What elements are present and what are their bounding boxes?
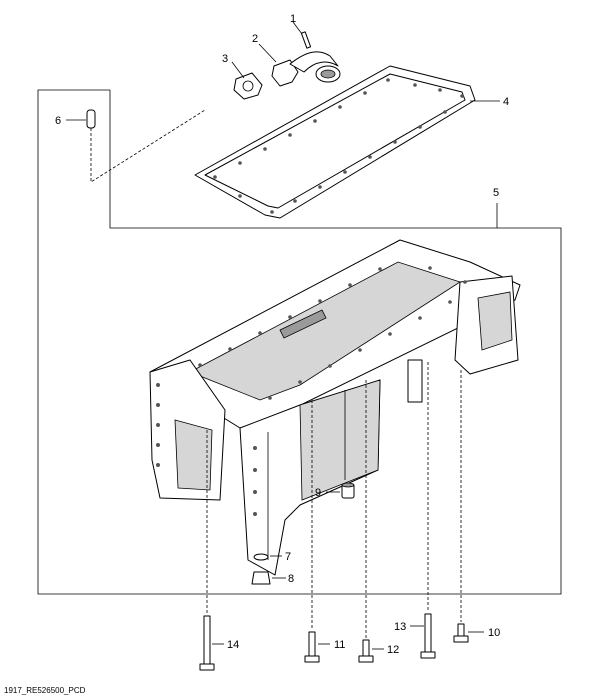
callout-10: 10 [488,627,500,639]
assembly-bracket-frame [37,89,562,595]
callout-9: 9 [315,487,321,499]
figure-id-caption: 1917_RE526500_PCD [4,686,86,695]
cap-screw-10 [453,623,484,643]
callout-14: 14 [227,639,239,651]
callout-4: 4 [503,96,509,108]
callout-7: 7 [285,551,291,563]
callout-labels: 1 2 3 4 5 6 7 8 9 10 11 12 13 14 [55,13,509,656]
oil-pan-housing [149,239,521,576]
housing-side-holes [156,383,257,516]
drain-plug [326,482,355,499]
cap-screw-11 [304,631,330,663]
callout-3: 3 [222,53,228,65]
install-path-lines [206,362,462,638]
callout-13: 13 [394,621,406,633]
callout-11: 11 [334,639,345,651]
callout-5: 5 [493,187,499,199]
oil-pan-gasket [194,65,500,219]
callout-8: 8 [288,573,294,585]
cap-screw-14 [199,615,224,671]
callout-12: 12 [387,644,399,656]
flange-gasket [231,61,263,100]
callout-2: 2 [252,33,258,45]
cap-screw-small [292,21,312,49]
dowel-pin [66,109,206,183]
gasket-bolt-holes [213,78,464,214]
sealing-washer [253,553,282,561]
drain-nut [251,571,286,585]
callout-1: 1 [290,13,296,25]
cap-screw-13 [410,613,436,659]
housing-rim-holes [198,266,467,400]
callout-6: 6 [55,115,61,127]
suction-tube [258,43,341,87]
cap-screw-12 [358,639,384,663]
